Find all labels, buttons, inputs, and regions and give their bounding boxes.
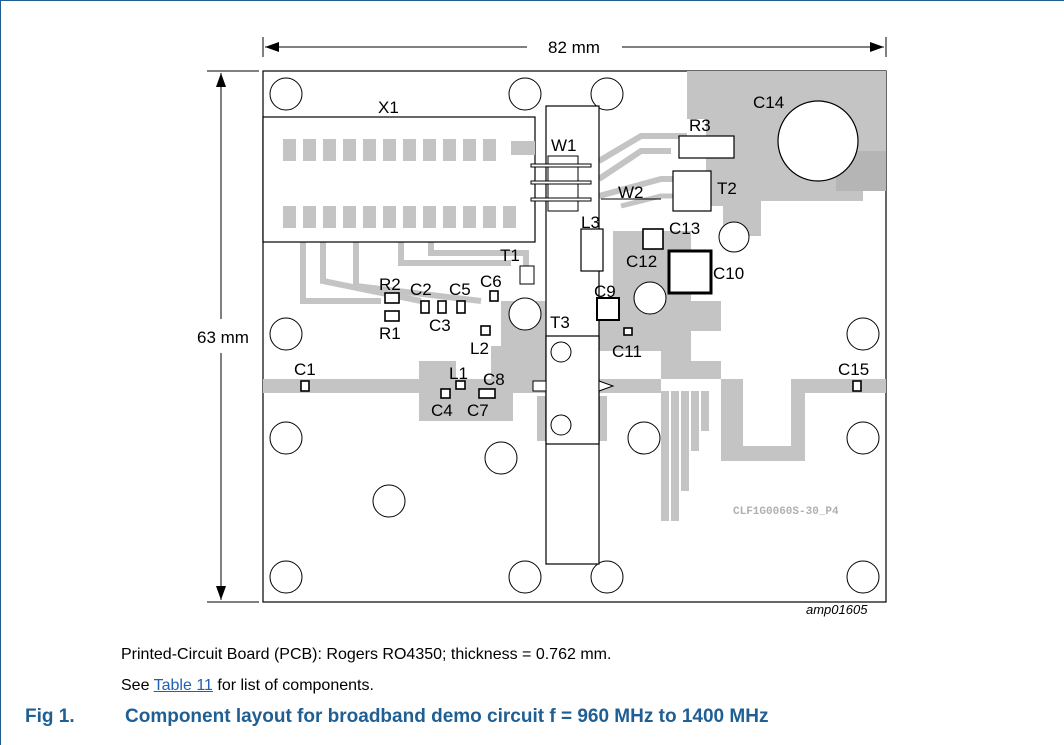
figure-number: Fig 1. (25, 706, 75, 727)
label-c9: C9 (594, 282, 616, 301)
see-suffix: for list of components. (212, 677, 374, 694)
label-c5: C5 (449, 280, 471, 299)
image-code: amp01605 (806, 602, 868, 617)
connector-x1-pins (283, 139, 535, 228)
label-c3: C3 (429, 316, 451, 335)
mounting-holes (269, 77, 880, 594)
label-x1: X1 (378, 98, 399, 117)
label-l1: L1 (449, 364, 468, 383)
label-c15: C15 (838, 360, 869, 379)
width-label: 82 mm (548, 38, 600, 57)
label-w1: W1 (551, 136, 577, 155)
smd-components (300, 135, 862, 399)
label-r2: R2 (379, 275, 401, 294)
label-c2: C2 (410, 280, 432, 299)
pcb-layout-diagram: 82 mm 63 mm (197, 37, 887, 617)
figure-caption: Fig 1. Component layout for broadband dem… (25, 706, 768, 728)
component-labels: X1 W1 W2 C14 R3 T2 L3 C13 C12 C10 T1 R2 … (294, 93, 869, 420)
label-c14: C14 (753, 93, 784, 112)
label-c6: C6 (480, 272, 502, 291)
label-c4: C4 (431, 401, 453, 420)
board-silkscreen-text: CLF1G0060S-30_P4 (733, 506, 839, 518)
see-prefix: See (121, 677, 154, 694)
label-c11: C11 (612, 342, 642, 361)
transistor-t3 (532, 335, 615, 445)
label-c7: C7 (467, 401, 489, 420)
dimension-height: 63 mm (197, 70, 259, 603)
w1-leads (530, 163, 661, 202)
label-c8: C8 (483, 370, 505, 389)
label-w2: W2 (618, 183, 644, 202)
pcb-description: Printed-Circuit Board (PCB): Rogers RO43… (121, 646, 612, 663)
label-t1: T1 (500, 246, 520, 265)
label-l2: L2 (470, 339, 489, 358)
label-r3: R3 (689, 116, 711, 135)
label-c10: C10 (713, 264, 744, 283)
label-t3: T3 (550, 313, 570, 332)
label-c12: C12 (626, 252, 657, 271)
label-c1: C1 (294, 360, 316, 379)
capacitor-c14-body (777, 100, 859, 182)
components-note: See Table 11 for list of components. (121, 677, 374, 695)
figure-title: Component layout for broadband demo circ… (125, 706, 769, 727)
height-label: 63 mm (197, 328, 249, 347)
label-c13: C13 (669, 219, 700, 238)
dimension-width: 82 mm (262, 37, 887, 57)
table-11-link[interactable]: Table 11 (153, 677, 213, 694)
label-t2: T2 (717, 179, 737, 198)
label-l3: L3 (581, 213, 600, 232)
label-r1: R1 (379, 324, 401, 343)
